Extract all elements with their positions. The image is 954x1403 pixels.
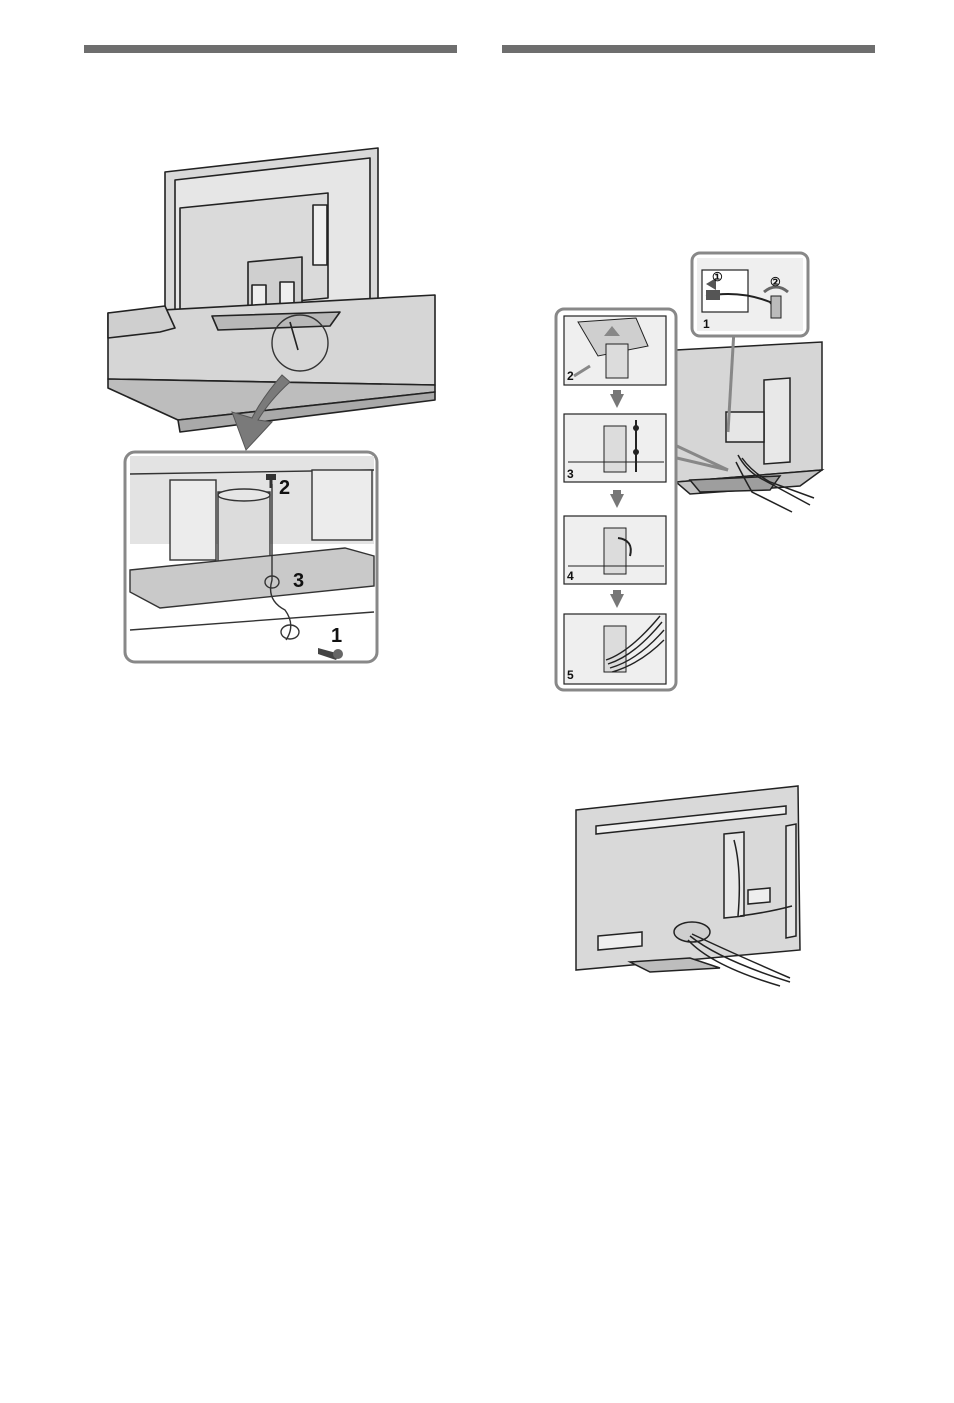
right-step-5: 5 bbox=[567, 668, 574, 682]
right-step-4: 4 bbox=[567, 569, 574, 583]
inset-circled-1: ① bbox=[712, 270, 723, 284]
inset-circled-2: ② bbox=[770, 275, 781, 289]
step-4-panel: 4 bbox=[564, 516, 666, 584]
right-step-1: 1 bbox=[703, 317, 710, 331]
step-5-panel: 5 bbox=[564, 614, 666, 684]
cable-holder-icon bbox=[674, 922, 710, 942]
step-3-panel: 3 bbox=[564, 414, 666, 482]
right-step-2: 2 bbox=[567, 369, 574, 383]
step-2-panel: 2 bbox=[564, 316, 666, 385]
right-step-3: 3 bbox=[567, 467, 574, 481]
steps-column: 2 3 4 bbox=[556, 309, 676, 690]
step-1-panel: ① ② 1 bbox=[692, 253, 808, 336]
tv-rear-icon bbox=[576, 786, 800, 986]
